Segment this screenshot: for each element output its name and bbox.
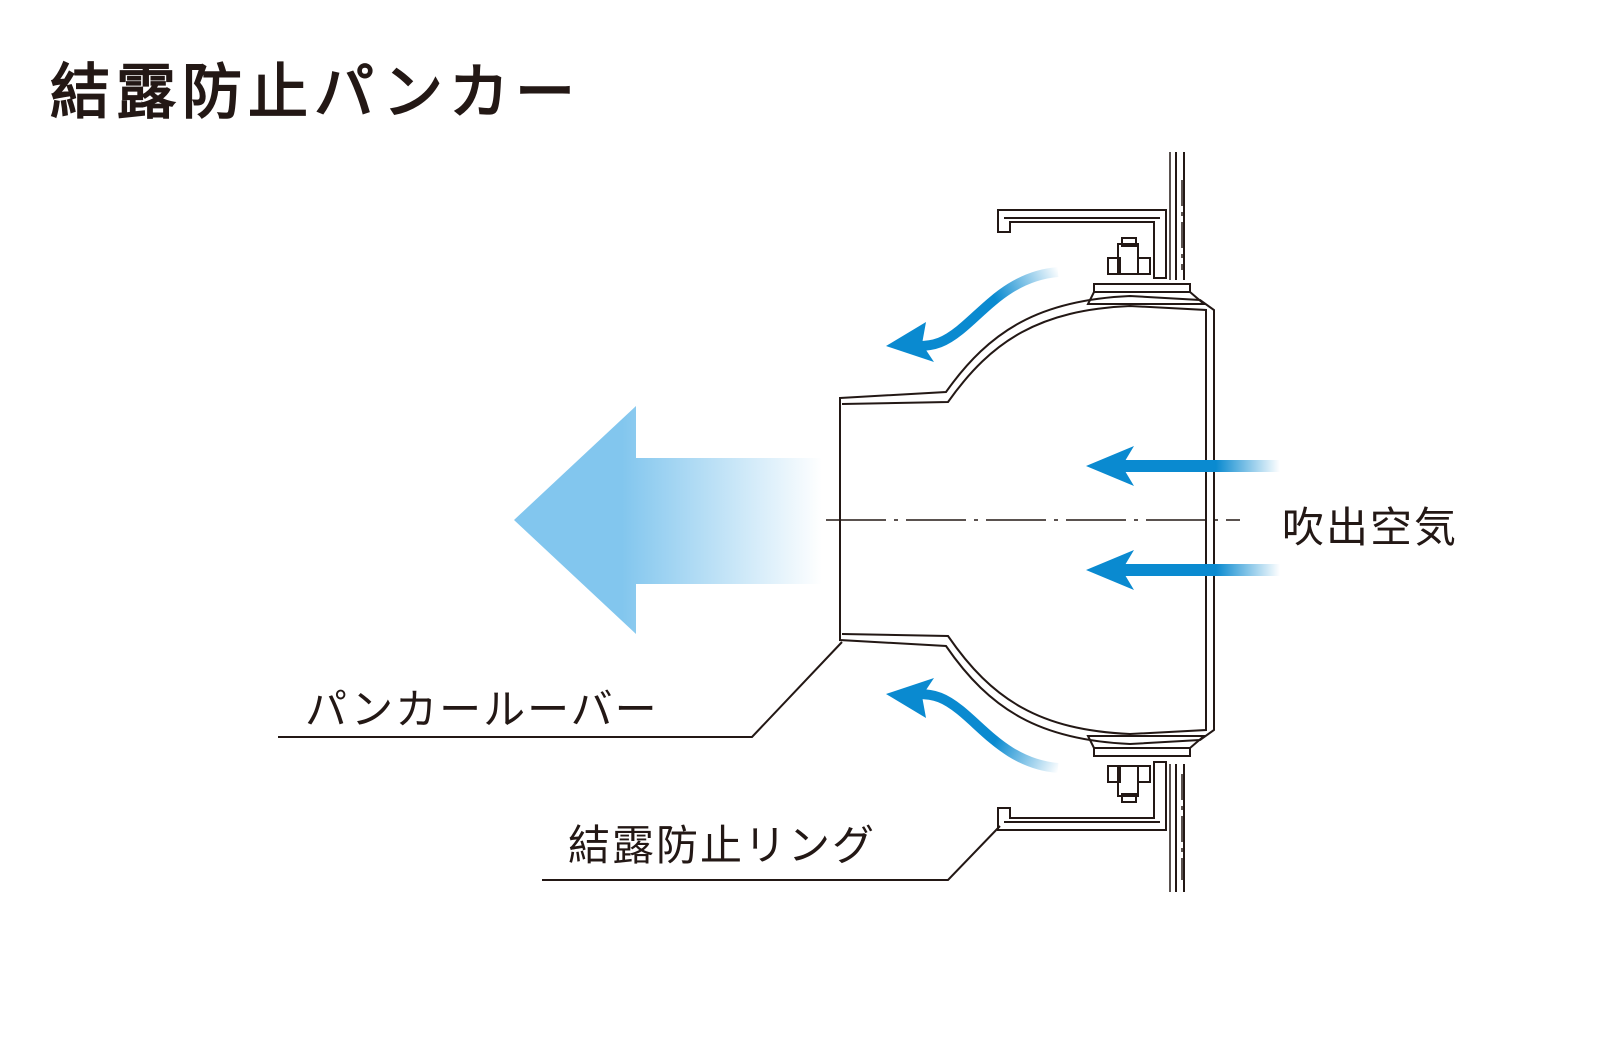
inflow-arrow-upper [1086,446,1280,486]
inflow-arrow-lower [1086,550,1280,590]
anti-condensation-ring-label: 結露防止リング [568,821,877,870]
leader-line-louver [278,641,843,738]
punkah-louver-label: パンカールーバー [305,685,659,734]
wall [1169,152,1185,892]
leader-line-ring [542,825,1001,881]
anti-condensation-ring [997,209,1207,831]
page-title: 結露防止パンカー [50,58,581,128]
ring-flow-arrow-top [886,267,1059,362]
outflow-arrow [514,406,822,634]
ring-flow-arrow-bottom [886,678,1059,773]
supply-air-label: 吹出空気 [1282,503,1459,552]
